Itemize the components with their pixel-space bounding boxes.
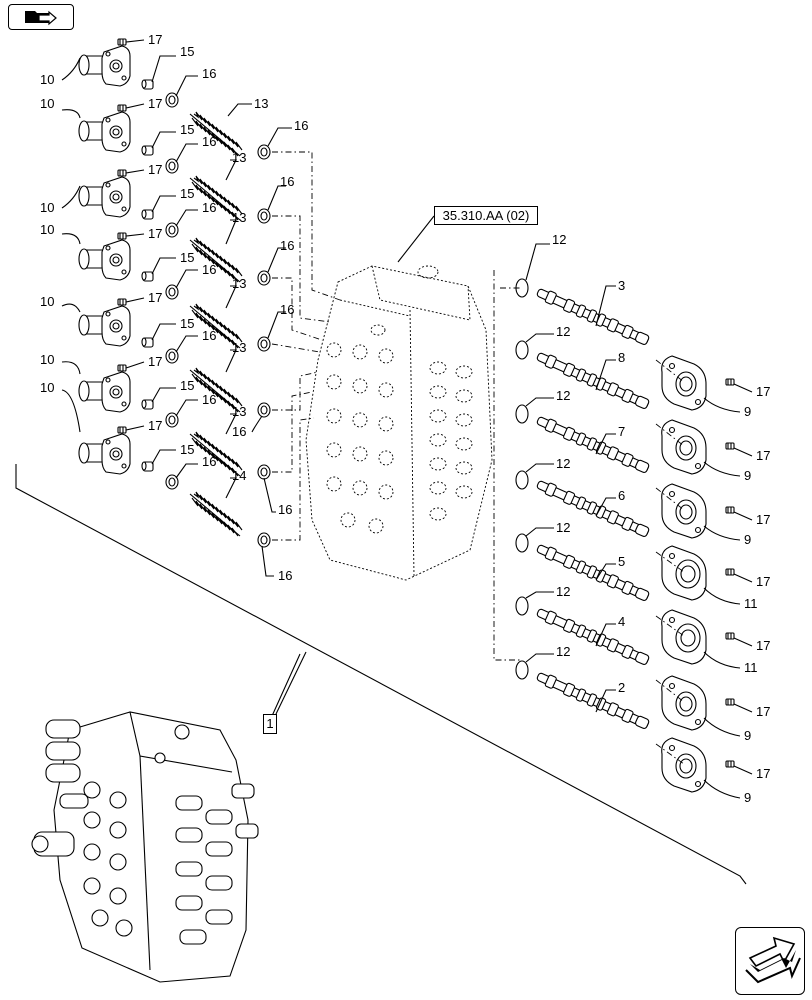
callout-11: 11 bbox=[744, 596, 758, 611]
folder-arrow-icon bbox=[25, 10, 57, 26]
callout-16: 16 bbox=[202, 134, 216, 149]
callout-16: 16 bbox=[202, 392, 216, 407]
callout-group-15: 15 15 15 15 15 15 15 bbox=[151, 44, 194, 465]
callout-5: 5 bbox=[618, 554, 625, 569]
callout-10: 10 bbox=[40, 200, 54, 215]
callout-group-10: 10 10 10 10 10 10 10 bbox=[40, 57, 81, 433]
callout-16: 16 bbox=[280, 174, 294, 189]
callout-9: 9 bbox=[744, 790, 751, 805]
assembly-frame bbox=[15, 464, 747, 885]
callout-9: 9 bbox=[744, 404, 751, 419]
callout-12: 12 bbox=[556, 324, 570, 339]
callout-9: 9 bbox=[744, 468, 751, 483]
callout-15: 15 bbox=[180, 316, 194, 331]
callout-17: 17 bbox=[148, 354, 162, 369]
callout-group-13: 13 13 13 13 13 13 14 bbox=[225, 96, 268, 499]
callout-17: 17 bbox=[148, 162, 162, 177]
callout-10: 10 bbox=[40, 352, 54, 367]
callout-13: 13 bbox=[254, 96, 268, 111]
callout-17: 17 bbox=[148, 96, 162, 111]
next-page-arrow-icon bbox=[745, 936, 801, 984]
callout-15: 15 bbox=[180, 122, 194, 137]
callout-17: 17 bbox=[148, 226, 162, 241]
assembly-thumbnail bbox=[31, 711, 259, 983]
right-parts-column bbox=[493, 270, 735, 793]
callout-group-12: 12 12 12 12 12 12 12 bbox=[525, 232, 570, 663]
callout-9: 9 bbox=[744, 728, 751, 743]
callout-group-17-left: 17 17 17 17 17 17 17 bbox=[125, 32, 162, 433]
callout-10: 10 bbox=[40, 96, 54, 111]
valve-body bbox=[305, 265, 493, 581]
folder-nav-button[interactable] bbox=[8, 4, 74, 30]
callout-17: 17 bbox=[756, 512, 770, 527]
callout-17: 17 bbox=[756, 574, 770, 589]
callout-17: 17 bbox=[148, 290, 162, 305]
assembly-reference-label: 1 bbox=[266, 716, 274, 731]
callout-8: 8 bbox=[618, 350, 625, 365]
callout-17: 17 bbox=[756, 766, 770, 781]
callout-15: 15 bbox=[180, 44, 194, 59]
body-reference-link[interactable]: 35.310.AA (02) bbox=[434, 206, 538, 225]
callout-4: 4 bbox=[618, 614, 625, 629]
callout-13: 13 bbox=[232, 150, 246, 165]
callout-15: 15 bbox=[180, 186, 194, 201]
callout-17: 17 bbox=[756, 448, 770, 463]
callout-11: 11 bbox=[744, 660, 758, 675]
callout-group-16-right: 16 16 16 16 16 16 16 bbox=[232, 118, 308, 583]
callout-10: 10 bbox=[40, 380, 54, 395]
callout-13: 13 bbox=[232, 404, 246, 419]
callout-17: 17 bbox=[756, 638, 770, 653]
next-page-button[interactable] bbox=[735, 927, 805, 995]
callout-14: 14 bbox=[232, 468, 246, 483]
callout-10: 10 bbox=[40, 294, 54, 309]
callouts: 10 10 10 10 10 10 10 17 17 17 17 17 17 1… bbox=[40, 32, 770, 805]
callout-2: 2 bbox=[618, 680, 625, 695]
callout-16: 16 bbox=[278, 502, 292, 517]
callout-13: 13 bbox=[232, 210, 246, 225]
callout-group-caps: 9 9 9 11 11 9 9 bbox=[703, 397, 758, 805]
callout-16: 16 bbox=[202, 454, 216, 469]
body-reference-label: 35.310.AA (02) bbox=[442, 208, 530, 223]
callout-3: 3 bbox=[618, 278, 625, 293]
alignment-lines-left bbox=[271, 151, 341, 541]
callout-7: 7 bbox=[618, 424, 625, 439]
callout-12: 12 bbox=[552, 232, 566, 247]
callout-16: 16 bbox=[202, 328, 216, 343]
callout-17: 17 bbox=[148, 418, 162, 433]
callout-12: 12 bbox=[556, 520, 570, 535]
callout-group-spools: 3 8 7 6 5 4 2 bbox=[595, 278, 625, 713]
callout-17: 17 bbox=[756, 704, 770, 719]
callout-10: 10 bbox=[40, 222, 54, 237]
callout-16: 16 bbox=[202, 66, 216, 81]
callout-group-17-right: 17 17 17 17 17 17 17 bbox=[733, 383, 770, 781]
callout-15: 15 bbox=[180, 378, 194, 393]
callout-13: 13 bbox=[232, 276, 246, 291]
callout-15: 15 bbox=[180, 250, 194, 265]
callout-12: 12 bbox=[556, 644, 570, 659]
callout-9: 9 bbox=[744, 532, 751, 547]
callout-group-16-left: 16 16 16 16 16 16 16 bbox=[175, 66, 216, 479]
callout-17: 17 bbox=[756, 384, 770, 399]
callout-12: 12 bbox=[556, 584, 570, 599]
callout-15: 15 bbox=[180, 442, 194, 457]
callout-16: 16 bbox=[280, 238, 294, 253]
callout-16: 16 bbox=[202, 200, 216, 215]
callout-16: 16 bbox=[278, 568, 292, 583]
callout-16: 16 bbox=[280, 302, 294, 317]
callout-13: 13 bbox=[232, 340, 246, 355]
callout-12: 12 bbox=[556, 388, 570, 403]
callout-12: 12 bbox=[556, 456, 570, 471]
callout-17: 17 bbox=[148, 32, 162, 47]
callout-16: 16 bbox=[294, 118, 308, 133]
callout-10: 10 bbox=[40, 72, 54, 87]
callout-6: 6 bbox=[618, 488, 625, 503]
callout-16: 16 bbox=[232, 424, 246, 439]
assembly-reference-link[interactable]: 1 bbox=[263, 714, 277, 734]
callout-16: 16 bbox=[202, 262, 216, 277]
